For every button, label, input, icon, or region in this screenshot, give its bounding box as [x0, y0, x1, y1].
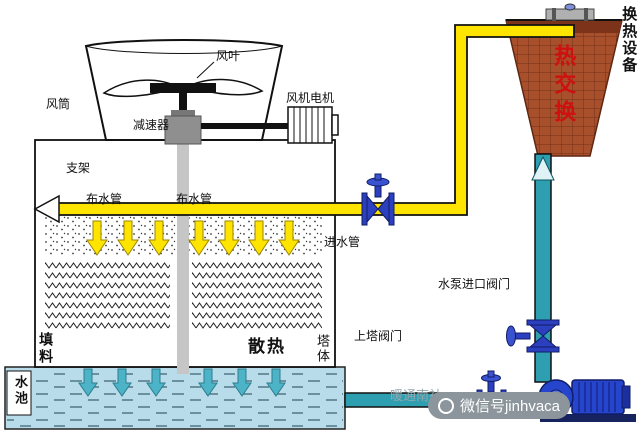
exchanger-vent-valve-icon	[564, 3, 576, 11]
fan-motor	[287, 106, 339, 144]
label-tower-feed-valve: 上塔阀门	[354, 329, 403, 343]
down-arrow	[78, 368, 98, 397]
down-arrow	[248, 220, 270, 256]
pool-down-arrows	[78, 368, 286, 397]
down-arrow	[112, 368, 132, 397]
label-water-distribution-pipe-left: 布水管	[86, 192, 123, 206]
label-heat-exchange-equipment: 换热设备	[620, 6, 638, 74]
pool-label-box	[6, 370, 32, 416]
label-tower-body: 塔体	[314, 334, 330, 364]
label-fan-blade: 风叶	[216, 49, 241, 63]
wechat-id-text: 微信号jinhvaca	[459, 398, 561, 415]
label-fan-duct: 风筒	[46, 97, 71, 111]
wechat-logo-icon	[437, 397, 454, 414]
water-pool	[4, 366, 346, 430]
down-arrow	[232, 368, 252, 397]
down-arrow	[266, 368, 286, 397]
fill-material-left	[45, 260, 170, 332]
label-fan-motor: 风机电机	[286, 91, 335, 105]
label-fill-material: 填料	[38, 332, 55, 366]
down-arrow	[218, 220, 240, 256]
label-reducer: 减速器	[133, 118, 170, 132]
upflow-arrowhead	[531, 155, 555, 181]
label-pump-inlet-valve: 水泵进口阀门	[438, 277, 511, 291]
label-heat-dissipation: 散热	[248, 337, 286, 356]
hot-water-down-arrows	[86, 220, 300, 256]
label-heat-exchanger: 热交换	[551, 44, 577, 128]
down-arrow	[188, 220, 210, 256]
motor-drive-shaft	[201, 123, 288, 129]
fan-blade-leader-line	[196, 61, 215, 79]
label-water-pool: 水池	[12, 375, 28, 407]
water-ripples	[7, 369, 343, 427]
pump-base	[540, 414, 636, 422]
pipe-flow-arrowhead	[33, 194, 60, 224]
wechat-watermark: 微信号jinhvaca	[428, 392, 570, 419]
fill-material-right	[192, 260, 322, 332]
inlet-pipe-valve	[361, 173, 395, 226]
drive-shaft-column	[177, 142, 189, 374]
down-arrow	[278, 220, 300, 256]
fan-hub	[150, 83, 216, 93]
label-water-inlet-pipe: 进水管	[324, 235, 361, 249]
down-arrow	[146, 368, 166, 397]
label-water-distribution-pipe-right: 布水管	[176, 192, 213, 206]
reducer-gearbox	[164, 110, 202, 145]
fan-blade-assembly	[102, 78, 264, 118]
down-arrow	[148, 220, 170, 256]
down-arrow	[117, 220, 139, 256]
down-arrow	[86, 220, 108, 256]
down-arrow	[198, 368, 218, 397]
fan-shaft	[179, 93, 187, 118]
label-support-frame: 支架	[66, 161, 91, 175]
riser-valve	[506, 319, 560, 353]
